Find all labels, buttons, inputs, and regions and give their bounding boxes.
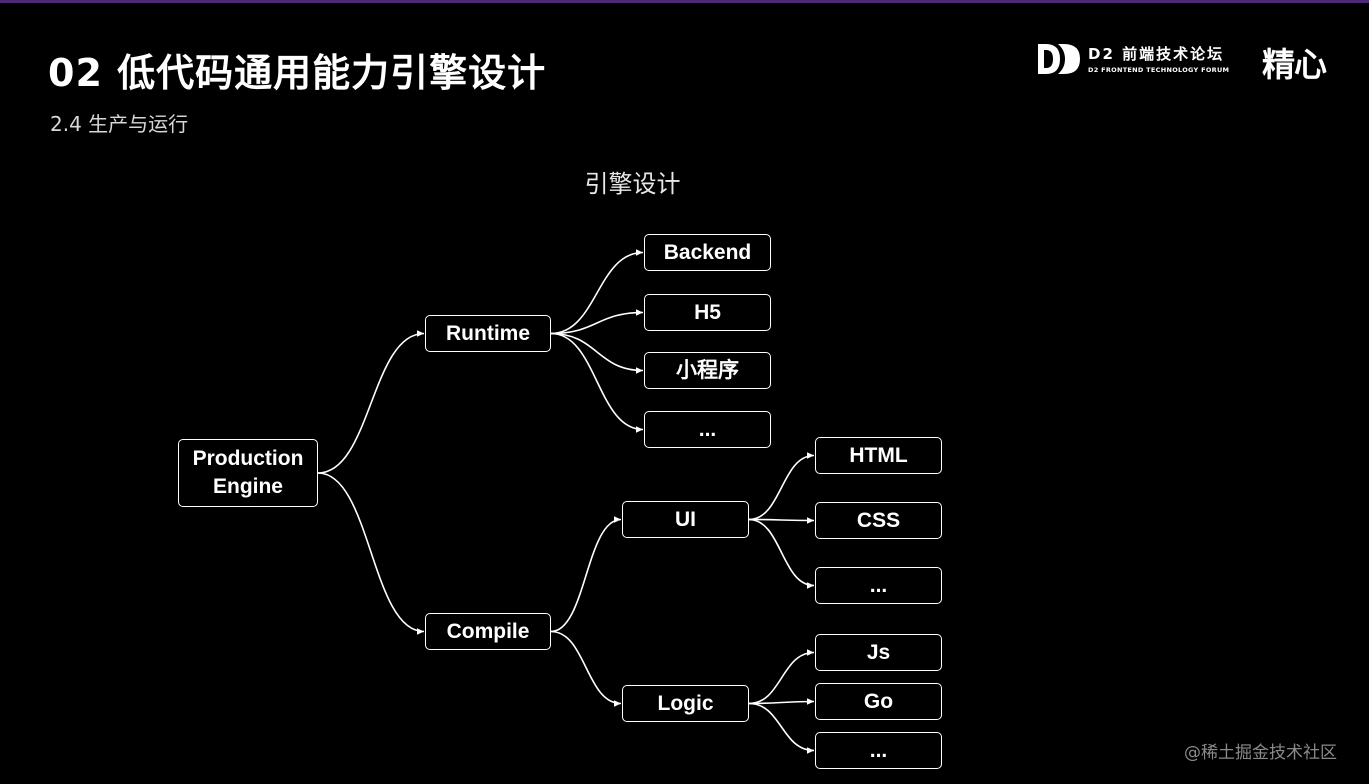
node-compile: Compile: [425, 613, 551, 650]
connector-ui-to-ui-more: [748, 518, 815, 589]
connector-runtime-to-runtime-more: [550, 332, 644, 433]
node-html: HTML: [815, 437, 942, 474]
node-js: Js: [815, 634, 942, 671]
node-backend: Backend: [644, 234, 771, 271]
node-h5: H5: [644, 294, 771, 331]
node-ui: UI: [622, 501, 749, 538]
d2-logo-subtitle: D2 FRONTEND TECHNOLOGY FORUM: [1088, 66, 1230, 74]
d2-logo-name: D2 前端技术论坛: [1088, 45, 1225, 63]
watermark: @稀土掘金技术社区: [1184, 743, 1337, 763]
connector-runtime-to-backend: [550, 249, 644, 335]
connector-production-engine-to-runtime: [317, 330, 425, 474]
node-logic-more: ...: [815, 732, 942, 769]
diagram-heading: 引擎设计: [584, 170, 681, 198]
d2-logo-mark-icon: [1038, 44, 1080, 74]
node-logic: Logic: [622, 685, 749, 722]
slide-subtitle: 2.4 生产与运行: [50, 112, 189, 136]
connector-logic-to-go: [748, 698, 815, 705]
node-miniprogram: 小程序: [644, 352, 771, 389]
node-production-engine: Production Engine: [178, 439, 318, 507]
connector-runtime-to-h5: [550, 309, 644, 335]
jingxin-logo: 精心: [1262, 45, 1327, 84]
connector-logic-to-logic-more: [748, 702, 815, 754]
connector-ui-to-html: [748, 452, 815, 521]
connector-runtime-to-miniprogram: [550, 332, 644, 374]
connector-production-engine-to-compile: [317, 472, 425, 635]
slide-title: 02 低代码通用能力引擎设计: [48, 51, 547, 95]
node-ui-more: ...: [815, 567, 942, 604]
connector-logic-to-js: [748, 649, 815, 705]
connector-ui-to-css: [748, 517, 815, 524]
top-accent-bar: [0, 0, 1369, 3]
node-css: CSS: [815, 502, 942, 539]
node-runtime-more: ...: [644, 411, 771, 448]
node-go: Go: [815, 683, 942, 720]
connector-compile-to-logic: [550, 630, 622, 707]
d2-forum-logo: D2 前端技术论坛 D2 FRONTEND TECHNOLOGY FORUM: [1036, 42, 1246, 82]
node-runtime: Runtime: [425, 315, 551, 352]
connector-compile-to-ui: [550, 516, 622, 633]
